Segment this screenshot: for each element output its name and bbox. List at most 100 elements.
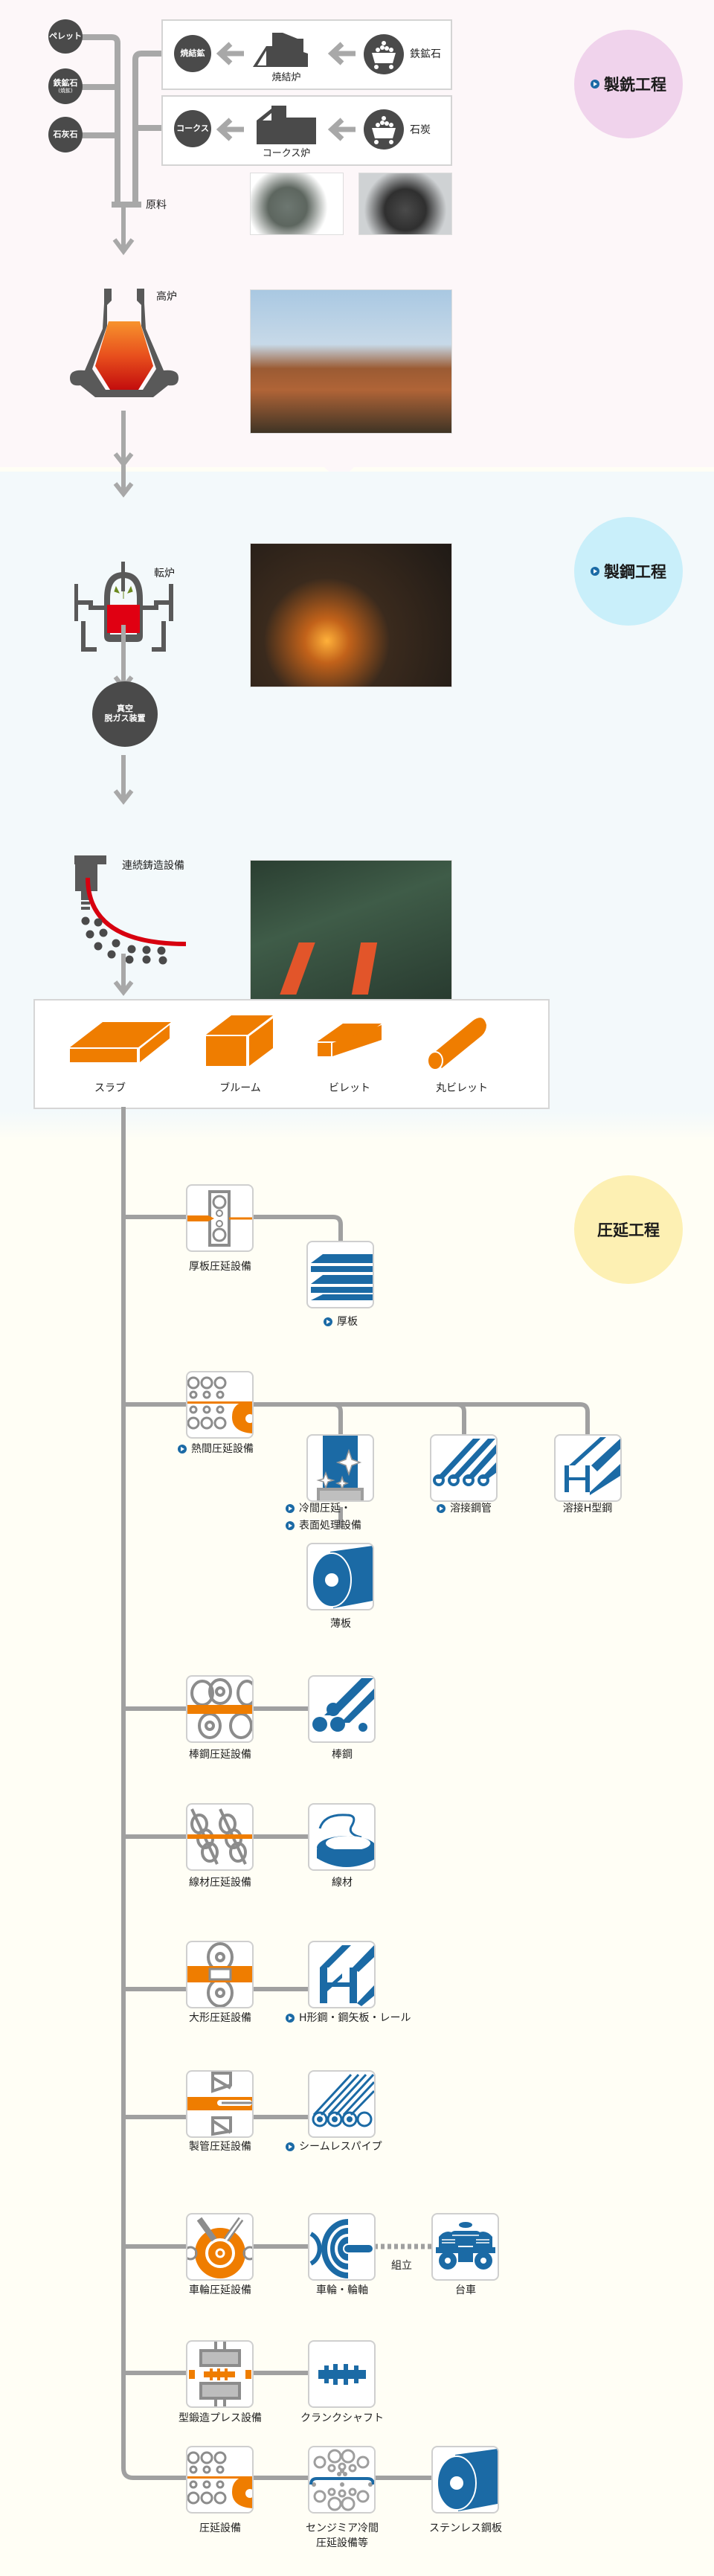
thick-plate-link[interactable]: 厚板 bbox=[324, 1314, 358, 1329]
equipment-label: 大形圧延設備 bbox=[189, 2012, 251, 2024]
surface-treatment-link[interactable]: 表面処理設備 bbox=[286, 1517, 361, 1532]
vacuum-degassing-label-1: 真空 bbox=[117, 704, 133, 714]
coke-label: コークス bbox=[176, 123, 209, 133]
rolling-mill-tile bbox=[186, 2446, 254, 2514]
down-arrow-icon bbox=[113, 461, 134, 498]
wheel-axle-tile bbox=[308, 2213, 376, 2281]
equipment-label: 圧延設備 bbox=[199, 2522, 241, 2534]
play-icon bbox=[591, 80, 599, 89]
product-label: 車輪・輪軸 bbox=[316, 2284, 368, 2296]
bloom-icon bbox=[206, 1015, 273, 1066]
converter-icon bbox=[74, 562, 173, 652]
sheet-tile bbox=[306, 1543, 374, 1610]
wire-rod-mill-icon bbox=[187, 1808, 252, 1865]
raw-material-label: 原料 bbox=[146, 199, 167, 211]
equipment-label: 製管圧延設備 bbox=[189, 2141, 251, 2153]
play-icon bbox=[286, 2142, 295, 2151]
equipment-label: 線材圧延設備 bbox=[189, 1877, 251, 1889]
raw-material-connectors bbox=[82, 34, 161, 255]
sendzimir-mill-tile bbox=[308, 2446, 376, 2514]
play-icon bbox=[286, 1521, 295, 1530]
vacuum-degassing-node: 真空 脱ガス装置 bbox=[92, 681, 158, 747]
pipe-mill-icon bbox=[187, 2072, 252, 2136]
sinter-furnace-icon bbox=[253, 33, 308, 67]
coke-photo bbox=[358, 173, 452, 235]
steelmaking-section-badge[interactable]: 製鋼工程 bbox=[574, 517, 683, 626]
bogie-tile bbox=[431, 2213, 499, 2281]
plate-mill-tile bbox=[186, 1184, 254, 1252]
product-label: 溶接鋼管 bbox=[450, 1503, 492, 1515]
vacuum-degassing-label-2: 脱ガス装置 bbox=[104, 713, 146, 723]
h-beam-tile[interactable] bbox=[308, 1941, 376, 2008]
blast-furnace-label: 高炉 bbox=[156, 291, 177, 303]
section-mill-tile bbox=[186, 1941, 254, 2008]
input-pellet: ペレット bbox=[48, 19, 83, 54]
product-label: 溶接H型鋼 bbox=[562, 1503, 613, 1515]
pipe-mill-tile bbox=[186, 2070, 254, 2138]
coke-oven-label: コークス炉 bbox=[262, 148, 311, 159]
input-iron-ore: 鉄鉱石 (焼鉱) bbox=[48, 68, 83, 104]
seamless-pipe-link[interactable]: シームレスパイプ bbox=[286, 2139, 382, 2153]
input-label: 石灰石 bbox=[53, 129, 78, 139]
product-label: H形鋼・鋼矢板・レール bbox=[299, 2012, 411, 2024]
blast-furnace-photo bbox=[250, 289, 452, 434]
stainless-sheet-tile bbox=[431, 2446, 499, 2514]
coke-oven-icon bbox=[257, 106, 316, 144]
sinter-source-label: 鉄鉱石 bbox=[410, 48, 441, 60]
input-label: 鉄鉱石 bbox=[53, 77, 78, 88]
product-label: 圧延設備等 bbox=[316, 2537, 368, 2549]
sinter-ore-label: 焼結鉱 bbox=[180, 48, 205, 58]
seamless-pipe-tile[interactable] bbox=[308, 2070, 376, 2138]
blast-furnace-icon bbox=[70, 289, 178, 397]
ore-cart-icon bbox=[364, 34, 404, 74]
down-arrow-icon bbox=[112, 238, 135, 255]
product-label: クランクシャフト bbox=[300, 2412, 384, 2424]
crankshaft-icon bbox=[318, 2364, 366, 2385]
semi-product-label: ビレット bbox=[329, 1082, 370, 1094]
product-label: シームレスパイプ bbox=[299, 2141, 382, 2153]
semi-product-label: 丸ビレット bbox=[436, 1082, 488, 1094]
continuous-casting-label: 連続鋳造設備 bbox=[122, 860, 184, 872]
rolling-section-badge: 圧延工程 bbox=[574, 1175, 683, 1284]
down-arrow-icon bbox=[113, 755, 134, 805]
welded-pipe-tile[interactable] bbox=[430, 1434, 498, 1502]
bar-mill-tile bbox=[186, 1675, 254, 1743]
input-limestone: 石灰石 bbox=[48, 117, 83, 152]
wheel-axle-icon bbox=[309, 2219, 374, 2278]
sinter-ore-photo bbox=[250, 173, 344, 235]
cold-rolling-link[interactable]: 冷間圧延・ bbox=[286, 1500, 351, 1515]
hot-strip-mill-icon bbox=[187, 1376, 252, 1433]
product-label: 線材 bbox=[332, 1877, 353, 1889]
product-label: 厚板 bbox=[337, 1316, 358, 1328]
thick-plate-tile[interactable] bbox=[306, 1241, 374, 1308]
play-icon bbox=[286, 2014, 295, 2023]
product-label: センジミア冷間 bbox=[306, 2522, 379, 2534]
round-billet-icon bbox=[427, 1018, 486, 1070]
rolling-mill-icon bbox=[187, 2451, 252, 2508]
thick-plate-icon bbox=[311, 1254, 373, 1300]
wire-rod-mill-tile bbox=[186, 1803, 254, 1871]
product-label: 台車 bbox=[455, 2284, 476, 2296]
coal-cart-icon bbox=[364, 109, 404, 150]
crankshaft-tile bbox=[308, 2340, 376, 2408]
equipment-label: 車輪圧延設備 bbox=[189, 2284, 251, 2296]
ironmaking-section-badge[interactable]: 製銑工程 bbox=[574, 30, 683, 138]
input-label: ペレット bbox=[49, 30, 82, 41]
semi-product-label: ブルーム bbox=[219, 1082, 261, 1094]
hot-strip-mill-tile[interactable] bbox=[186, 1371, 254, 1439]
welded-pipe-icon bbox=[433, 1439, 496, 1486]
hot-strip-mill-link[interactable]: 熱間圧延設備 bbox=[178, 1441, 254, 1456]
cold-rolling-tile[interactable] bbox=[306, 1434, 374, 1502]
play-icon bbox=[178, 1445, 187, 1454]
play-icon bbox=[324, 1317, 332, 1326]
continuous-casting-photo bbox=[250, 860, 452, 1004]
equipment-label: 棒鋼圧延設備 bbox=[189, 1749, 251, 1761]
sinter-ore-node: 焼結鉱 bbox=[174, 35, 211, 72]
product-label: 棒鋼 bbox=[332, 1749, 353, 1761]
welded-pipe-link[interactable]: 溶接鋼管 bbox=[437, 1500, 492, 1515]
wheel-mill-tile bbox=[186, 2213, 254, 2281]
sheet-label: 薄板 bbox=[330, 1618, 351, 1630]
welded-h-beam-icon bbox=[565, 1437, 620, 1495]
left-arrow-icon bbox=[327, 118, 356, 141]
h-beam-link[interactable]: H形鋼・鋼矢板・レール bbox=[286, 2010, 411, 2025]
